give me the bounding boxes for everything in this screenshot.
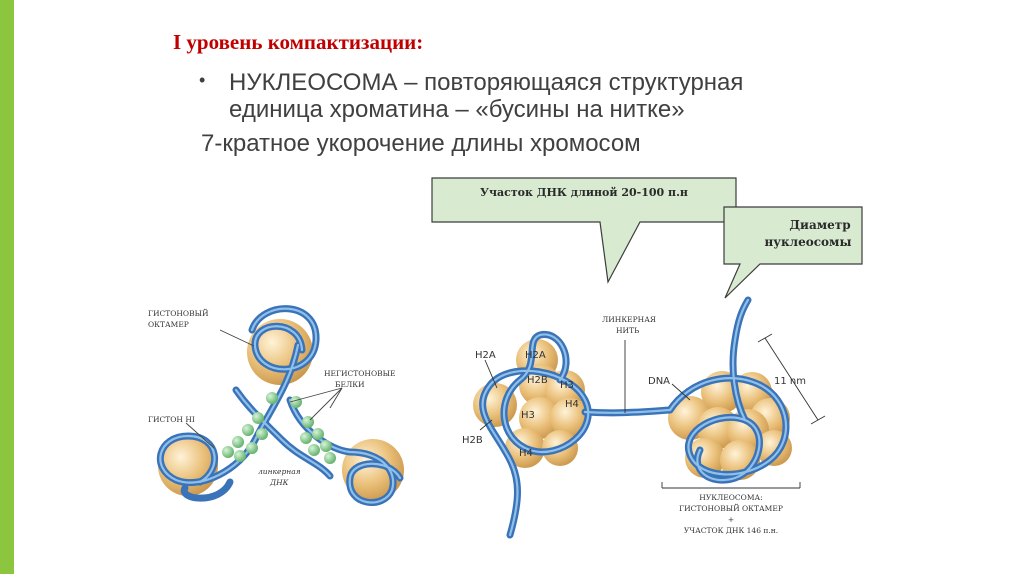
bullet-text-line-2: единица хроматина – «бусины на нитке» xyxy=(229,96,685,123)
label-h2a: H2A xyxy=(525,350,546,361)
label-h3-a: H3 xyxy=(560,380,574,391)
caption-line-4: УЧАСТОК ДНК 146 п.н. xyxy=(684,526,778,535)
histone-beads-right xyxy=(668,371,792,480)
callout-dna-segment: Участок ДНК длиной 20-100 п.н xyxy=(431,177,737,284)
label-h3-b: H3 xyxy=(521,410,535,421)
callout-diameter: Диаметр нуклеосомы xyxy=(723,206,863,299)
label-linker-dna-1: линкерная xyxy=(258,467,301,476)
bullet-icon: • xyxy=(199,70,206,90)
right-nucleosome-figure: H2A H2A H2B H3 H4 H3 H2B H4 ЛИНКЕРНАЯ НИ… xyxy=(462,296,826,539)
label-linker-dna-2: ДНК xyxy=(269,478,289,487)
shortening-text: 7-кратное укорочение длины хромосом xyxy=(201,130,641,157)
caption-line-2: ГИСТОНОВЫЙ ОКТАМЕР xyxy=(679,504,783,513)
caption-line-1: НУКЛЕОСОМА: xyxy=(699,493,762,502)
label-histone-octamer-2: ОКТАМЕР xyxy=(148,320,189,329)
callout-dna-segment-text: Участок ДНК длиной 20-100 п.н xyxy=(480,186,688,199)
callout-diameter-line-2: нуклеосомы xyxy=(765,235,852,249)
bullet-text-line-1: НУКЛЕОСОМА – повторяющаяся структурная xyxy=(229,69,744,96)
accent-bar xyxy=(0,0,14,574)
label-size-11nm: 11 nm xyxy=(774,376,806,387)
callout-diameter-line-1: Диаметр xyxy=(789,218,850,232)
label-h4-a: H4 xyxy=(565,399,579,410)
label-nonhistone-2: БЕЛКИ xyxy=(335,380,365,389)
label-h4-b: H4 xyxy=(519,448,533,459)
label-h2b-outer: H2B xyxy=(462,435,483,446)
nonhistone-protein-beads xyxy=(222,392,336,464)
label-nonhistone-1: НЕГИСТОНОВЫЕ xyxy=(324,369,395,378)
label-histone-octamer-1: ГИСТОНОВЫЙ xyxy=(148,309,209,318)
slide-title: I уровень компактизации: xyxy=(173,30,424,54)
caption-line-3: + xyxy=(728,515,734,524)
label-h2a-outer: H2A xyxy=(475,350,496,361)
left-chromatin-figure: ГИСТОНОВЫЙ ОКТАМЕР НЕГИСТОНОВЫЕ БЕЛКИ ГИ… xyxy=(148,305,404,506)
label-h2b: H2B xyxy=(527,375,548,386)
label-linker-thread-1: ЛИНКЕРНАЯ xyxy=(602,315,656,324)
label-histone-h1: ГИСТОН HI xyxy=(148,415,195,424)
label-dna: DNA xyxy=(648,376,670,387)
label-linker-thread-2: НИТЬ xyxy=(616,326,639,335)
